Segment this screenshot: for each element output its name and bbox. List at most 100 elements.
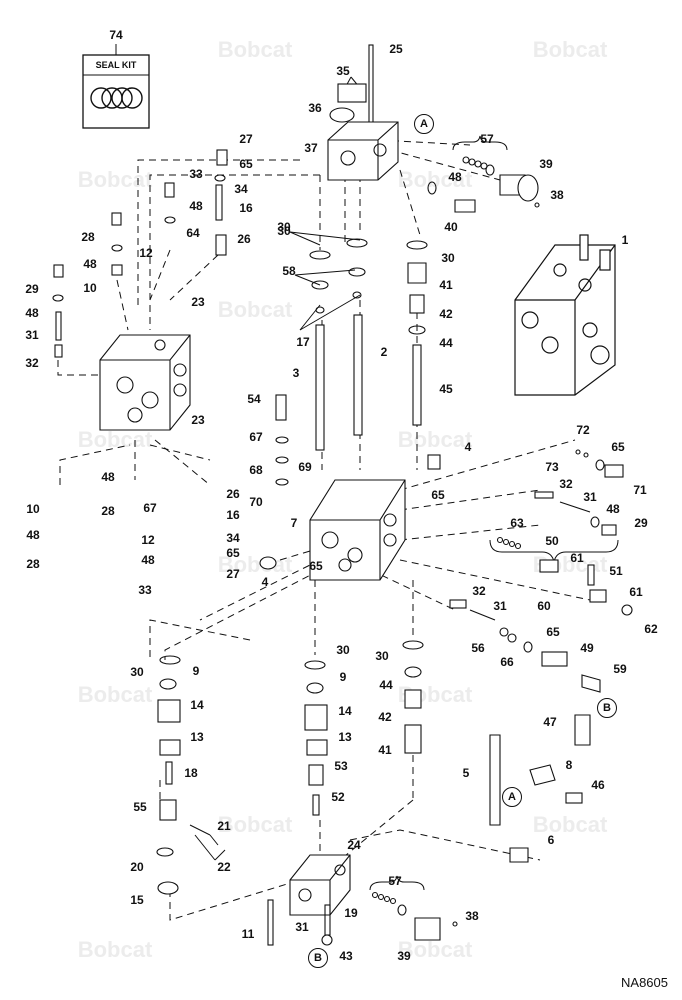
bottom-section — [267, 854, 458, 946]
part-number: 43 — [339, 949, 353, 963]
part-number: 61 — [629, 585, 643, 599]
part-number: 63 — [510, 516, 524, 530]
part-number: 27 — [226, 567, 240, 581]
part-number: 51 — [609, 564, 623, 578]
part-number: 65 — [611, 440, 625, 454]
part-number: 28 — [81, 230, 95, 244]
seal-kit-label: SEAL KIT — [95, 60, 137, 70]
part-number: 48 — [448, 170, 462, 184]
part-number: 56 — [471, 641, 485, 655]
part-number: 44 — [439, 336, 453, 350]
part-number: 32 — [25, 356, 39, 370]
left-section — [52, 149, 228, 431]
part-number: 19 — [344, 906, 358, 920]
part-number: 31 — [295, 920, 309, 934]
part-number: 30 — [277, 224, 291, 238]
part-number: 67 — [143, 501, 157, 515]
part-number: 14 — [338, 704, 352, 718]
part-number: 54 — [247, 392, 261, 406]
callout-a-lower: A — [502, 787, 522, 807]
part-number: 21 — [217, 819, 231, 833]
part-number: 65 — [226, 546, 240, 560]
brace-57-bottom — [369, 875, 425, 891]
part-number: 65 — [431, 488, 445, 502]
watermark-logo: Bobcat — [397, 167, 473, 192]
part-number: 36 — [308, 101, 322, 115]
part-number: 41 — [378, 743, 392, 757]
part-number: 32 — [472, 584, 486, 598]
part-number: 38 — [465, 909, 479, 923]
part-number: 13 — [338, 730, 352, 744]
part-number: 39 — [397, 949, 411, 963]
part-number: 30 — [336, 643, 350, 657]
watermark-logo: Bobcat — [77, 682, 153, 707]
assembled-valve — [514, 234, 616, 396]
part-number: 9 — [339, 670, 347, 684]
part-number: 8 — [565, 758, 573, 772]
watermark-logo: Bobcat — [532, 37, 608, 62]
part-number: 62 — [644, 622, 658, 636]
part-number: 48 — [83, 257, 97, 271]
part-number: 12 — [139, 246, 153, 260]
watermark-logo: Bobcat — [217, 812, 293, 837]
part-number: 18 — [184, 766, 198, 780]
part-number: 30 — [375, 649, 389, 663]
part-number: 59 — [613, 662, 627, 676]
part-number: 27 — [239, 132, 253, 146]
watermark-logo: Bobcat — [217, 552, 293, 577]
callout-a-top: A — [414, 114, 434, 134]
part-number: 65 — [239, 157, 253, 171]
drawing-code: NA8605 — [621, 975, 668, 990]
watermark-logo: Bobcat — [532, 812, 608, 837]
part-number: 57 — [388, 874, 402, 888]
part-number: 1 — [621, 233, 629, 247]
part-number: 48 — [141, 553, 155, 567]
part-number: 26 — [226, 487, 240, 501]
part-number: 33 — [138, 583, 152, 597]
right-fittings — [449, 449, 633, 863]
part-number: 66 — [500, 655, 514, 669]
part-number: 41 — [439, 278, 453, 292]
watermark-logo: Bobcat — [77, 167, 153, 192]
part-number: 45 — [439, 382, 453, 396]
part-number: 65 — [309, 559, 323, 573]
part-number: 17 — [296, 335, 310, 349]
part-number: 48 — [25, 306, 39, 320]
part-number: 34 — [226, 531, 240, 545]
part-number: 48 — [606, 502, 620, 516]
part-number: 15 — [130, 893, 144, 907]
top-section — [327, 44, 540, 213]
part-number: 10 — [83, 281, 97, 295]
part-number: 39 — [539, 157, 553, 171]
part-number: 48 — [101, 470, 115, 484]
part-number: 28 — [101, 504, 115, 518]
part-number: 32 — [559, 477, 573, 491]
part-number: 55 — [133, 800, 147, 814]
part-number: 9 — [192, 664, 200, 678]
part-number: 50 — [545, 534, 559, 548]
part-number: 30 — [130, 665, 144, 679]
part-number: 48 — [26, 528, 40, 542]
part-number: 44 — [379, 678, 393, 692]
part-number: 61 — [570, 551, 584, 565]
part-number: 73 — [545, 460, 559, 474]
spools — [275, 238, 428, 486]
brace-57-top — [452, 135, 508, 151]
part-number: 47 — [543, 715, 557, 729]
part-number: 57 — [480, 132, 494, 146]
part-number: 5 — [462, 766, 470, 780]
part-number: 65 — [546, 625, 560, 639]
part-number: 49 — [580, 641, 594, 655]
part-number: 31 — [583, 490, 597, 504]
part-number: 6 — [547, 833, 555, 847]
part-number: 34 — [234, 182, 248, 196]
part-number: 23 — [191, 295, 205, 309]
part-number: 12 — [141, 533, 155, 547]
callout-b-right: B — [597, 698, 617, 718]
part-number: 53 — [334, 759, 348, 773]
part-number: 71 — [633, 483, 647, 497]
part-number: 48 — [189, 199, 203, 213]
part-number: 33 — [189, 167, 203, 181]
part-number: 29 — [634, 516, 648, 530]
